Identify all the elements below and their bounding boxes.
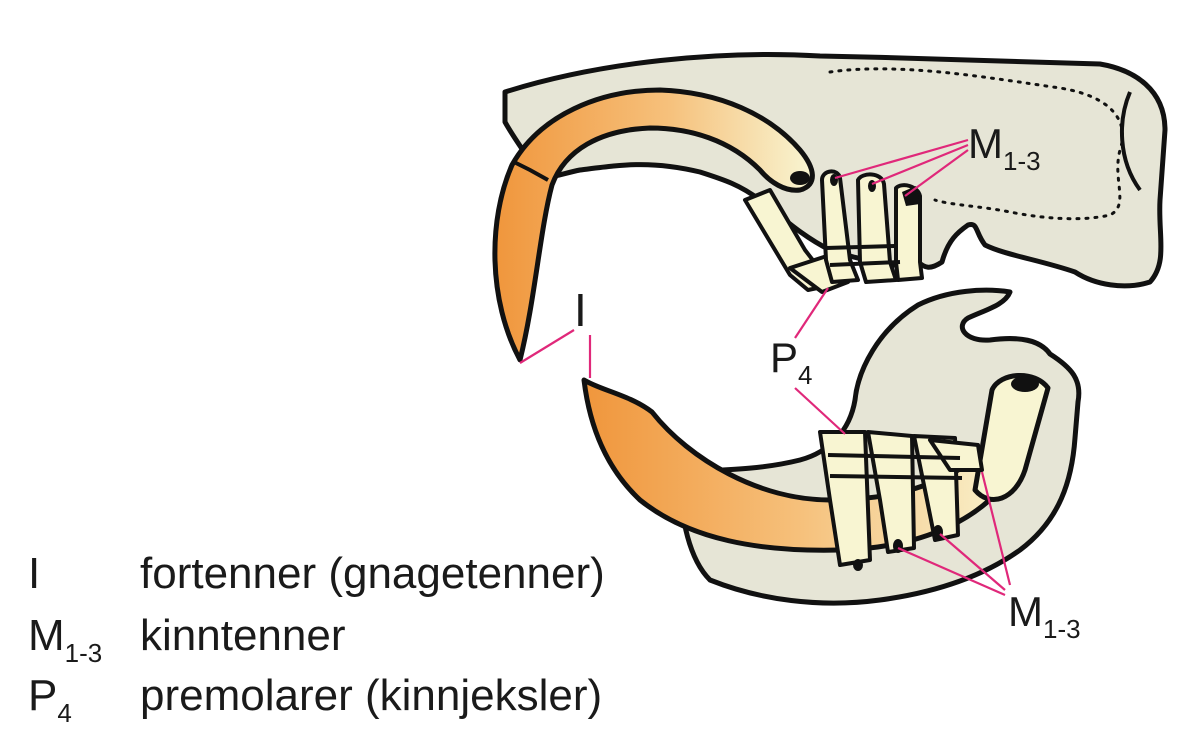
leader-lines <box>519 138 1012 597</box>
leader-molar-upper-1 <box>834 138 969 180</box>
upper-molar-row <box>743 169 924 294</box>
leader-molar-lower-1 <box>897 546 1006 597</box>
legend-text: kinntenner <box>140 611 346 660</box>
upper-skull-suture <box>828 67 1124 221</box>
legend-text: fortenner (gnagetenner) <box>140 549 605 598</box>
lower-molar-pulp-1 <box>893 539 903 553</box>
upper-molar-3 <box>894 183 924 282</box>
legend-symbol: I <box>28 549 41 598</box>
skull-rear-fold <box>1120 91 1142 192</box>
leader-premolar-upper <box>794 287 829 339</box>
molar-pulp-3 <box>902 186 920 206</box>
lower-molar-row <box>818 430 984 567</box>
leader-molar-upper-2 <box>871 143 969 186</box>
legend-symbol: M1-3 <box>28 611 103 668</box>
molar-pulp-1 <box>830 174 838 186</box>
leader-incisor-upper <box>519 329 575 364</box>
upper-molar-1 <box>820 169 860 284</box>
lower-incisor-root-opening <box>1011 376 1039 392</box>
leader-molar-lower-2 <box>939 533 1006 591</box>
label-incisor: I <box>574 284 587 336</box>
lower-molar-pulp-3 <box>853 559 863 571</box>
upper-incisor-root-opening <box>790 171 810 185</box>
leader-molar-lower-3 <box>980 471 1012 586</box>
leader-premolar-lower <box>794 387 846 435</box>
upper-incisor <box>492 87 815 363</box>
label-molar-upper: M1-3 <box>968 120 1041 176</box>
label-premolar: P4 <box>770 334 812 390</box>
lower-incisor-root <box>972 373 1051 502</box>
label-molar-lower: M1-3 <box>1008 588 1081 644</box>
upper-molar-2 <box>856 172 898 284</box>
upper-incisor-crack <box>513 160 549 182</box>
legend-symbol: P4 <box>28 671 72 728</box>
leader-molar-upper-3 <box>904 149 969 197</box>
legend-text: premolarer (kinnjeksler) <box>140 671 603 720</box>
lower-molar-pulp-2 <box>933 525 943 539</box>
